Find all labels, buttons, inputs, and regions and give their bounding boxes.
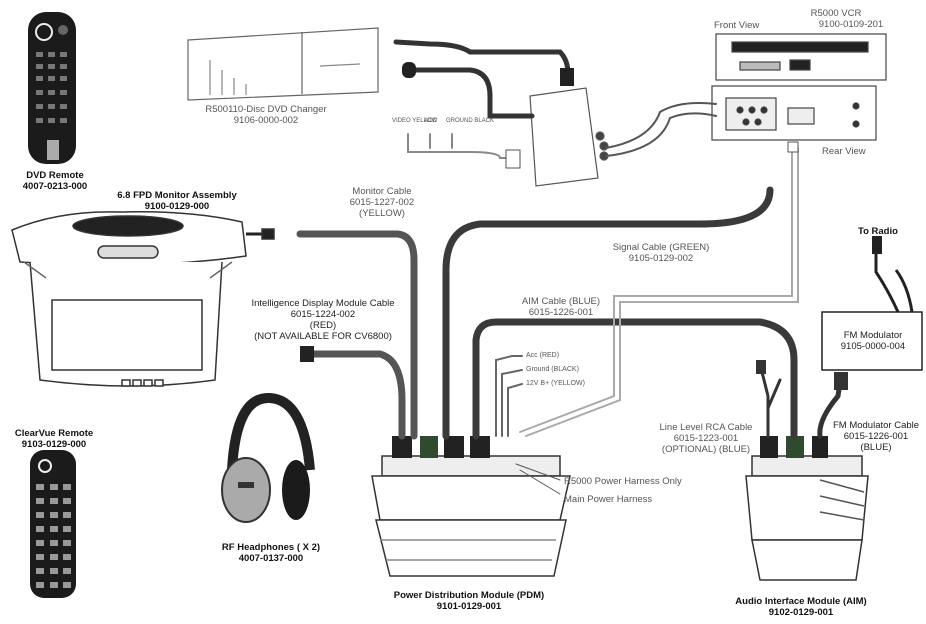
aim-cable-label: AIM Cable (BLUE) 6015-1226-001 (506, 296, 616, 318)
clearvue-remote-part: 9103-0129-000 (21, 439, 87, 450)
fm-modulator-image (821, 311, 923, 371)
fm-cable-color: (BLUE) (860, 442, 892, 453)
main-harness-label: Main Power Harness (564, 494, 653, 505)
to-radio-label: To Radio (858, 226, 898, 237)
signal-cable-label: Signal Cable (GREEN) 9105-0129-002 (596, 242, 726, 264)
headphones-label: RF Headphones ( X 2) 4007-0137-000 (206, 542, 336, 564)
vcr-image (711, 33, 887, 141)
aim-part: 9102-0129-001 (768, 607, 834, 618)
dvd-changer-image (187, 27, 379, 101)
clearvue-remote-name: ClearVue Remote (14, 428, 94, 439)
idm-cable-part: 6015-1224-002 (290, 309, 356, 320)
vcr-part: 9100-0109-201 (818, 19, 884, 30)
pdm-part: 9101-0129-001 (436, 601, 502, 612)
vcr-front-view-label: Front View (714, 20, 760, 31)
monitor-cable-label: Monitor Cable 6015-1227-002 (YELLOW) (322, 186, 442, 219)
monitor-label: 6.8 FPD Monitor Assembly 9100-0129-000 (82, 190, 272, 212)
monitor-image (11, 210, 275, 387)
dvd-remote-label: DVD Remote 4007-0213-000 (14, 170, 96, 192)
rca-cable-name: Line Level RCA Cable (659, 422, 753, 433)
dvd-changer-part: 9106-0000-002 (233, 115, 299, 126)
monitor-cable-note: (YELLOW) (359, 208, 405, 219)
fm-modulator-label: FM Modulator 9105-0000-004 (826, 330, 920, 352)
clearvue-remote-image (30, 450, 76, 598)
signal-cable-part: 9105-0129-002 (628, 253, 694, 264)
fm-cable-part: 6015-1226-001 (843, 431, 909, 442)
aim-image (745, 436, 869, 581)
dvd-remote-name: DVD Remote (26, 170, 84, 181)
monitor-part: 9100-0129-000 (144, 201, 210, 212)
vcr-rear-view-label: Rear View (822, 146, 866, 157)
idm-cable-name: Intelligence Display Module Cable (251, 298, 395, 309)
monitor-cable-part: 6015-1227-002 (349, 197, 415, 208)
headphones-name: RF Headphones ( X 2) (221, 542, 321, 553)
fm-modulator-part: 9105-0000-004 (840, 341, 906, 352)
changer-tag-acc: ACC (424, 118, 437, 124)
fm-cable-label: FM Modulator Cable 6015-1226-001 (BLUE) (828, 420, 924, 453)
signal-cable-name: Signal Cable (GREEN) (612, 242, 710, 253)
clearvue-remote-label: ClearVue Remote 9103-0129-000 (2, 428, 106, 450)
idm-cable-label: Intelligence Display Module Cable 6015-1… (230, 298, 416, 342)
aim-cable-name: AIM Cable (BLUE) (521, 296, 601, 307)
idm-cable-color: (RED) (309, 320, 337, 331)
aim-label: Audio Interface Module (AIM) 9102-0129-0… (714, 596, 888, 618)
changer-tag-video: VIDEO YELLOW (392, 118, 438, 124)
junction-box-image (529, 87, 609, 187)
harness-12v-label: 12V B+ (YELLOW) (526, 380, 585, 387)
vcr-name: R5000 VCR (810, 8, 862, 19)
aim-name: Audio Interface Module (AIM) (735, 596, 867, 607)
rca-cable-part: 6015-1223-001 (673, 433, 739, 444)
r5000-harness-label: R5000 Power Harness Only (564, 476, 682, 487)
dvd-changer-name: R500110-Disc DVD Changer (205, 104, 327, 115)
fm-modulator-name: FM Modulator (843, 330, 903, 341)
rca-cable-label: Line Level RCA Cable 6015-1223-001 (OPTI… (646, 422, 766, 455)
idm-cable-note: (NOT AVAILABLE FOR CV6800) (254, 331, 392, 342)
fm-cable-name: FM Modulator Cable (832, 420, 920, 431)
monitor-cable-name: Monitor Cable (352, 186, 412, 197)
pdm-name: Power Distribution Module (PDM) (393, 590, 545, 601)
dvd-changer-label: R500110-Disc DVD Changer 9106-0000-002 (186, 104, 346, 126)
vcr-label: R5000 VCR 9100-0109-201 (776, 8, 896, 30)
harness-acc-label: Acc (RED) (526, 352, 560, 359)
changer-tag-ground: GROUND BLACK (446, 118, 495, 124)
headphones-image (221, 393, 315, 523)
pdm-label: Power Distribution Module (PDM) 9101-012… (376, 590, 562, 612)
rca-cable-note: (OPTIONAL) (BLUE) (661, 444, 751, 455)
pdm-image (371, 436, 571, 577)
headphones-part: 4007-0137-000 (238, 553, 304, 564)
dvd-remote-image (28, 12, 76, 164)
harness-ground-label: Ground (BLACK) (526, 366, 579, 373)
monitor-name: 6.8 FPD Monitor Assembly (117, 190, 237, 201)
dvd-remote-part: 4007-0213-000 (22, 181, 88, 192)
aim-cable-part: 6015-1226-001 (528, 307, 594, 318)
